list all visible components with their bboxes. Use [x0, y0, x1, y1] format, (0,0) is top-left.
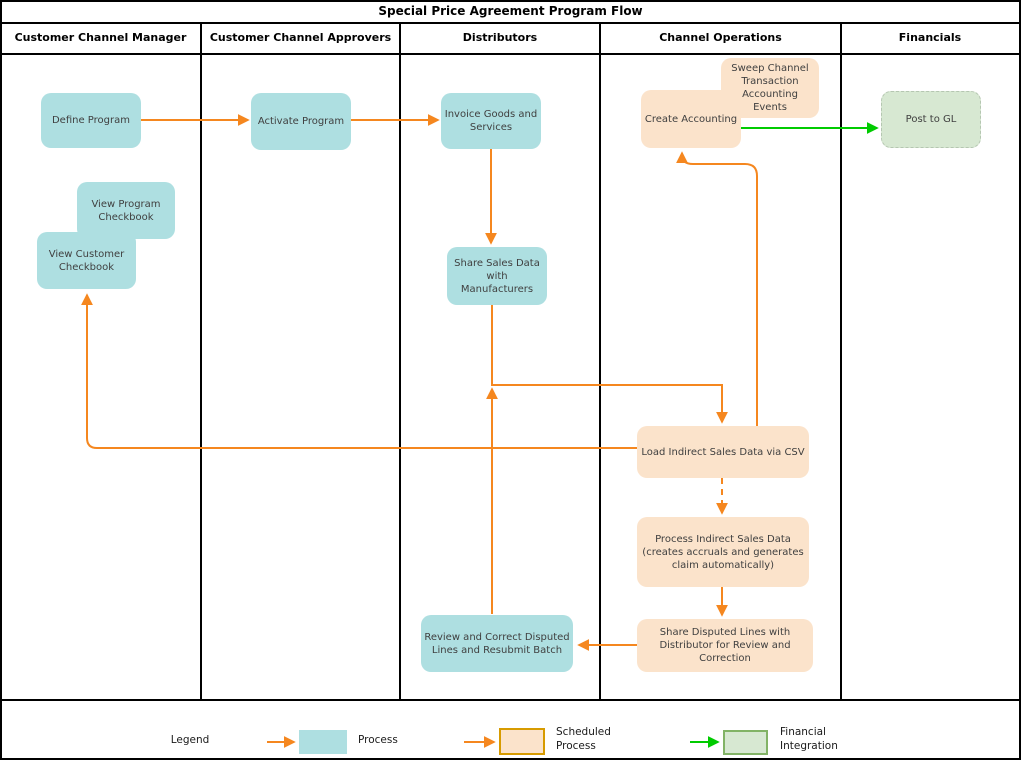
lane-divider-3: [599, 22, 601, 700]
legend-process-label: Process: [358, 734, 398, 746]
node-view-customer-checkbook: View Customer Checkbook: [37, 232, 136, 289]
lane-header-customer-channel-approvers: Customer Channel Approvers: [209, 31, 392, 44]
legend-financial-integration-swatch: [723, 730, 768, 755]
legend-title: Legend: [170, 734, 210, 746]
lane-header-customer-channel-manager: Customer Channel Manager: [14, 31, 187, 44]
page-title: Special Price Agreement Program Flow: [378, 4, 643, 18]
edge-share-sales-data-to-load-indirect: [491, 305, 728, 424]
legend-scheduled-process-label: Scheduled Process: [556, 726, 611, 752]
node-share-disputed-lines: Share Disputed Lines with Distributor fo…: [637, 619, 813, 672]
lane-header-distributors: Distributors: [462, 31, 538, 44]
lane-divider-1: [200, 22, 202, 700]
node-invoice-goods-services: Invoice Goods and Services: [441, 93, 541, 149]
legend-financial-integration-label: Financial Integration: [780, 726, 838, 752]
node-post-to-gl: Post to GL: [881, 91, 981, 148]
lane-header-channel-operations: Channel Operations: [659, 31, 782, 44]
node-activate-program: Activate Program: [251, 93, 351, 150]
legend-scheduled-process-swatch: [499, 728, 545, 755]
node-share-sales-data: Share Sales Data with Manufacturers: [447, 247, 547, 305]
node-define-program: Define Program: [41, 93, 141, 148]
node-process-indirect-sales-data: Process Indirect Sales Data (creates acc…: [637, 517, 809, 587]
node-review-correct-disputed-lines: Review and Correct Disputed Lines and Re…: [421, 615, 573, 672]
edge-load-indirect-to-create-accounting: [676, 151, 758, 427]
legend-separator: [0, 699, 1021, 701]
node-create-accounting: Create Accounting: [641, 90, 741, 148]
legend-process-swatch: [299, 730, 347, 754]
title-separator: [0, 22, 1021, 24]
lane-header-financials: Financials: [898, 31, 962, 44]
lane-divider-2: [399, 22, 401, 700]
header-separator: [0, 53, 1021, 55]
node-view-program-checkbook: View Program Checkbook: [77, 182, 175, 239]
lane-divider-4: [840, 22, 842, 700]
node-load-indirect-sales-data: Load Indirect Sales Data via CSV: [637, 426, 809, 478]
edge-load-indirect-to-view-customer-checkbook: [81, 293, 637, 449]
